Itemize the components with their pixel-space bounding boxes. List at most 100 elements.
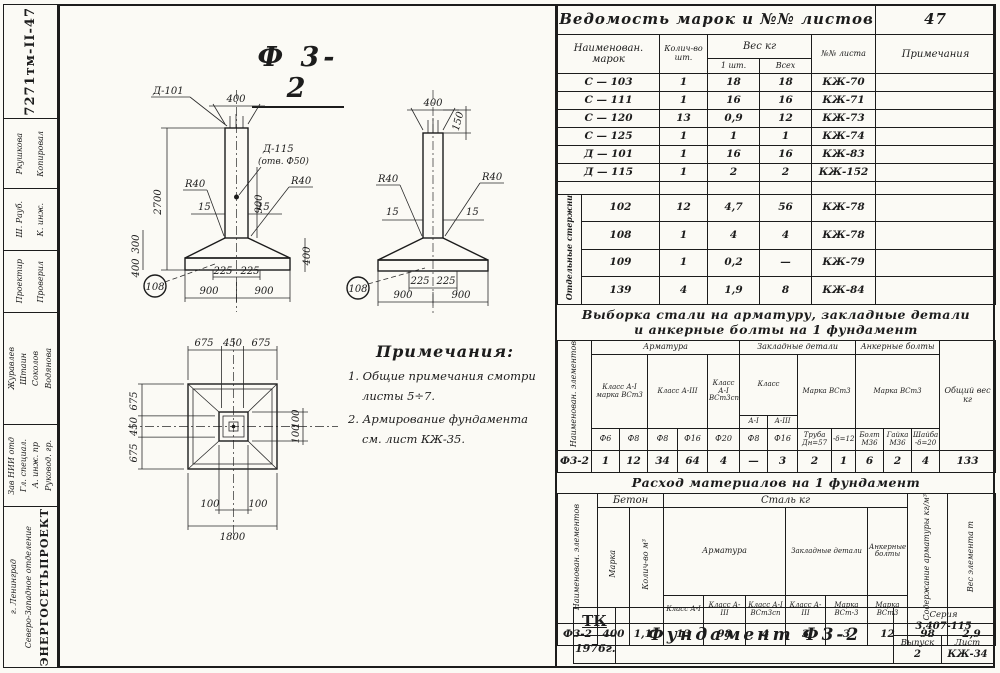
col-header-total: Общий вес кг — [939, 339, 997, 452]
front-elevation-view: Д-101 400 2700 Д-115 (отв. Ф50) R40 R40 — [131, 86, 313, 312]
col-f8: Ф8 — [739, 428, 769, 452]
stamp-role: К. инж. — [35, 202, 45, 237]
dim-675: 675 — [129, 443, 140, 462]
col-header-notes: Примечания — [875, 34, 997, 74]
group-beton: Бетон — [596, 492, 665, 508]
side-elevation-view: 400 150 R40 R40 15 15 225 225 — [346, 90, 504, 313]
group-ankernye: Анкерные болты — [867, 506, 909, 597]
note-line: 2. Армирование фундамента — [348, 412, 528, 427]
cell — [875, 248, 997, 278]
dim-900: 900 — [254, 194, 265, 214]
cell — [875, 193, 997, 223]
table-row: Отдельные стержни 102 12 4,7 56 КЖ-78 — [557, 193, 997, 305]
cell: 4 — [659, 276, 708, 305]
stamp-role: Проверил — [35, 260, 45, 303]
cell: КЖ-73 — [810, 109, 877, 128]
cell: КЖ-70 — [810, 73, 877, 92]
note-line: 1. Общие примечания смотри — [348, 369, 536, 383]
cell: 56 — [759, 193, 812, 223]
group-label-cell: Отдельные стержни — [557, 194, 582, 305]
cell: 0,2 — [707, 248, 760, 278]
cell: КЖ-78 — [810, 221, 877, 250]
col-a1-sp: Класс А-I ВСт3сп — [706, 353, 741, 430]
col-gaika: Гайка М36 — [883, 428, 913, 452]
stamp-role: Копировал — [35, 130, 45, 177]
dim-300: 300 — [131, 234, 142, 254]
cell: Д — 101 — [557, 145, 660, 164]
col-delta: -δ=12 — [831, 428, 857, 452]
dim-225: 225 — [212, 266, 232, 277]
cell: 108 — [581, 221, 660, 250]
issue-cell: Выпуск 2 — [893, 635, 942, 664]
cell: 1 — [759, 127, 812, 146]
col-a1: А-I — [739, 415, 769, 430]
col-header-element: Наименован. элементов — [557, 339, 592, 452]
steel-table-title: Выборка стали на арматуру, закладные дет… — [581, 306, 971, 338]
cell: 1 — [591, 450, 620, 474]
notes-block: Примечания: 1. Общие примечания смотри л… — [348, 342, 553, 451]
group-label: Отдельные стержни — [564, 195, 575, 301]
stamp-tk: ТК — [573, 607, 616, 636]
col-marka: Марка ВСт3 — [797, 353, 857, 430]
dim-2700: 2700 — [153, 189, 164, 216]
radius-label: R40 — [481, 172, 503, 183]
table-row: 109 1 0,2 — КЖ-79 — [558, 248, 997, 278]
cell: 4 — [911, 450, 941, 474]
group-zakladnye: Закладные детали — [785, 506, 869, 597]
table-row: С — 111 1 16 16 КЖ-71 — [557, 91, 997, 110]
cell: КЖ-79 — [810, 248, 877, 278]
cell: 1 — [659, 248, 708, 278]
cell: С — 125 — [557, 127, 660, 146]
cell: 34 — [647, 450, 678, 474]
steel-table: Наименован. элементов Арматура Закладные… — [557, 339, 997, 474]
dim-150: 150 — [451, 110, 467, 132]
sheet-cell: Лист КЖ-34 — [941, 635, 994, 664]
cell: С — 103 — [557, 73, 660, 92]
cell: 102 — [581, 193, 660, 223]
col-header-element: Наименован. элементов — [557, 492, 598, 625]
cell: Ф3-2 — [557, 450, 592, 474]
org-box: г. Ленинград Северо-Западное отделение Э… — [3, 507, 58, 668]
cell: 12 — [659, 193, 708, 223]
cell: 1 — [659, 73, 708, 92]
cell: 16 — [759, 145, 812, 164]
stamp-role: Зав НИИ отд — [6, 436, 16, 495]
mark-d115-label: Д-115 — [262, 144, 294, 155]
cell — [875, 73, 997, 92]
detail-108: 108 — [145, 282, 164, 293]
stamp-names: Журавлев Штаин Соколов Водянова — [3, 313, 58, 425]
radius-label: R40 — [184, 179, 206, 190]
table-row: С — 125 1 1 1 КЖ-74 — [557, 127, 997, 146]
cell: КЖ-71 — [810, 91, 877, 110]
dim-400: 400 — [131, 258, 142, 279]
mark-d115-note: (отв. Ф50) — [258, 156, 309, 167]
dim-100: 100 — [248, 499, 268, 510]
org-city: г. Ленинград — [9, 559, 19, 615]
cell: 2 — [707, 163, 760, 182]
cell: 1 — [831, 450, 857, 474]
dim-675: 675 — [129, 391, 140, 410]
stamp-name: Ш. Рауб. — [15, 201, 25, 238]
mark-d101-label: Д-101 — [152, 86, 184, 97]
col-header-sheet: №№ листа — [810, 34, 877, 74]
stamp-role: Проектир — [15, 259, 25, 304]
cell: КЖ-84 — [810, 276, 877, 305]
cell: 12 — [759, 109, 812, 128]
cell: 4 — [707, 221, 760, 250]
stamp-name: Водянова — [43, 348, 53, 389]
doc-number-box: 7271тм-II-47 — [3, 4, 58, 119]
dim-100: 100 — [291, 424, 302, 444]
dim-450: 450 — [222, 338, 243, 349]
cell: С — 111 — [557, 91, 660, 110]
dim-400-top: 400 — [422, 98, 443, 109]
col-kolichestvo: Колич-во м³ — [628, 506, 665, 625]
col-f8: Ф8 — [619, 428, 648, 452]
dim-400: 400 — [302, 246, 313, 267]
cell: 133 — [939, 450, 997, 474]
org-branch: Северо-Западное отделение — [23, 525, 33, 649]
cell: КЖ-78 — [810, 193, 877, 223]
col-f16: Ф16 — [677, 428, 708, 452]
col-marka: Марка — [597, 506, 630, 625]
cell: 2 — [797, 450, 833, 474]
